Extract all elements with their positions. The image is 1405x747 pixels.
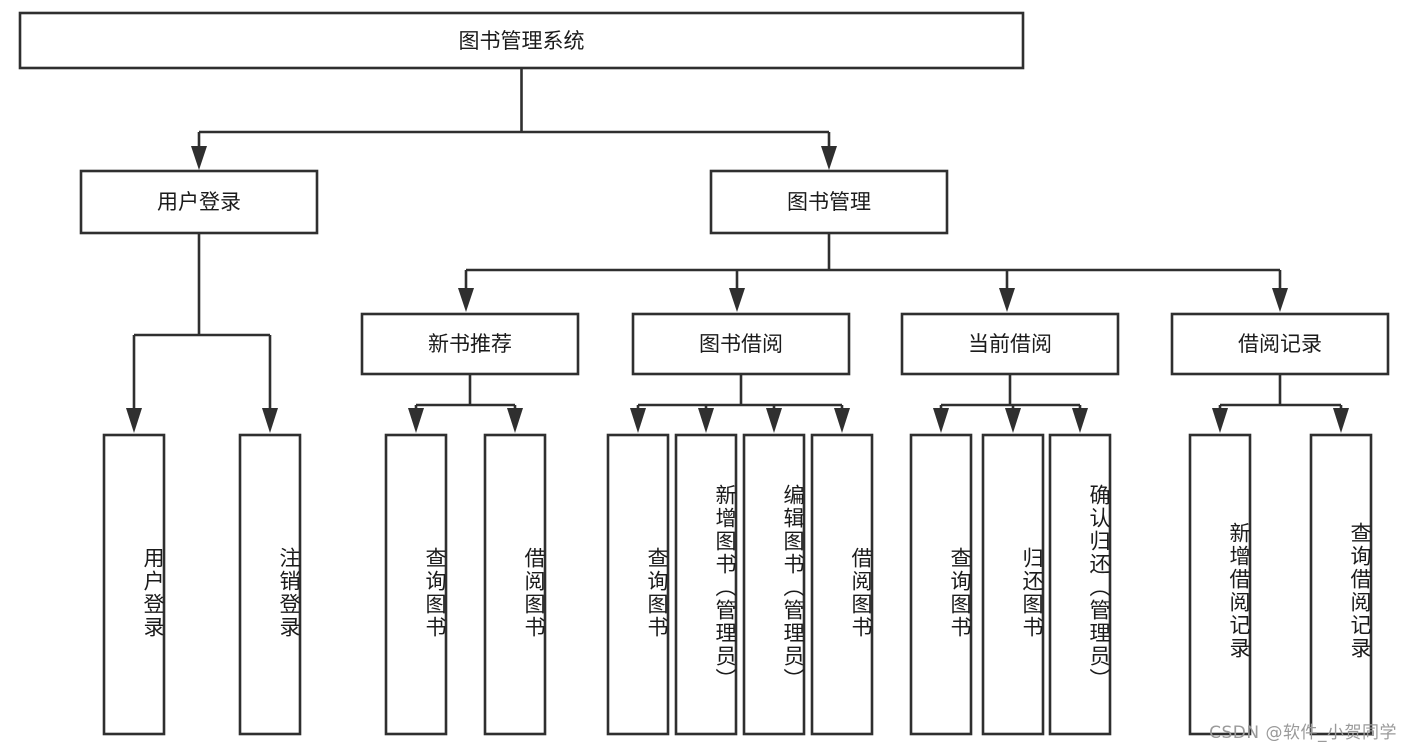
node-book-manage-box[interactable] — [709, 169, 949, 235]
arrow-to-current-borrow — [999, 288, 1015, 312]
node-book-borrow-label: 图书借阅 — [699, 332, 783, 356]
leaf-box-add-record[interactable] — [1188, 433, 1252, 736]
csdn-watermark: CSDN @软件_小贺同学 — [1209, 723, 1397, 743]
node-new-book-recommend-box[interactable] — [360, 312, 580, 376]
node-book-borrow-box[interactable] — [631, 312, 851, 376]
connector-group-borrow-record — [1212, 374, 1349, 433]
arrow-to-leaf-logout — [262, 408, 278, 433]
arrow-to-leaf-borrow-book-1 — [507, 408, 523, 433]
arrow-to-leaf-user-login — [126, 408, 142, 433]
leaf-box-borrow-book-1[interactable] — [483, 433, 547, 736]
node-current-borrow-box[interactable] — [900, 312, 1120, 376]
arrow-to-leaf-confirm-return — [1072, 408, 1088, 433]
arrow-to-borrow-record — [1272, 288, 1288, 312]
leaf-box-logout[interactable] — [238, 433, 302, 736]
connector-group-user-login — [126, 233, 278, 433]
node-root[interactable]: 图书管理系统 — [18, 11, 1025, 70]
node-book-manage[interactable]: 图书管理 — [709, 169, 949, 235]
connector-group-book-manage — [458, 233, 1288, 312]
arrow-to-new-book-recommend — [458, 288, 474, 312]
leaf-box-query-book-1[interactable] — [384, 433, 448, 736]
node-user-login-label: 用户登录 — [157, 190, 241, 214]
arrow-to-leaf-edit-book — [766, 408, 782, 433]
node-book-manage-label: 图书管理 — [787, 190, 871, 214]
arrow-root-to-book-manage — [821, 146, 837, 170]
arrow-to-leaf-query-book-1 — [408, 408, 424, 433]
node-new-book-recommend-label: 新书推荐 — [428, 332, 512, 356]
leaf-box-add-book[interactable] — [674, 433, 738, 736]
leaf-box-confirm-return[interactable] — [1048, 433, 1112, 736]
leaf-box-query-book-2[interactable] — [606, 433, 670, 736]
arrow-to-leaf-query-book-3 — [933, 408, 949, 433]
node-root-box[interactable] — [18, 11, 1025, 70]
node-new-book-recommend[interactable]: 新书推荐 — [360, 312, 580, 376]
node-user-login-box[interactable] — [79, 169, 319, 235]
leaf-box-query-book-3[interactable] — [909, 433, 973, 736]
connector-group-book-borrow — [630, 374, 850, 433]
node-root-label: 图书管理系统 — [459, 29, 585, 53]
node-user-login[interactable]: 用户登录 — [79, 169, 319, 235]
arrow-to-leaf-add-record — [1212, 408, 1228, 433]
node-current-borrow-label: 当前借阅 — [968, 332, 1052, 356]
node-current-borrow[interactable]: 当前借阅 — [900, 312, 1120, 376]
leaf-box-borrow-book-2[interactable] — [810, 433, 874, 736]
node-book-borrow[interactable]: 图书借阅 — [631, 312, 851, 376]
arrow-to-leaf-query-record — [1333, 408, 1349, 433]
leaf-box-return-book[interactable] — [981, 433, 1045, 736]
node-borrow-record[interactable]: 借阅记录 — [1170, 312, 1390, 376]
arrow-to-book-borrow — [729, 288, 745, 312]
connector-group-new-book-recommend — [408, 374, 523, 433]
node-borrow-record-label: 借阅记录 — [1238, 332, 1322, 356]
arrow-root-to-user-login — [191, 146, 207, 170]
connector-group-current-borrow — [933, 374, 1088, 433]
leaf-box-edit-book[interactable] — [742, 433, 806, 736]
leaf-box-query-record[interactable] — [1309, 433, 1373, 736]
connector-group-root — [191, 68, 837, 170]
node-borrow-record-box[interactable] — [1170, 312, 1390, 376]
arrow-to-leaf-return-book — [1005, 408, 1021, 433]
arrow-to-leaf-query-book-2 — [630, 408, 646, 433]
arrow-to-leaf-borrow-book-2 — [834, 408, 850, 433]
leaf-box-user-login[interactable] — [102, 433, 166, 736]
arrow-to-leaf-add-book — [698, 408, 714, 433]
